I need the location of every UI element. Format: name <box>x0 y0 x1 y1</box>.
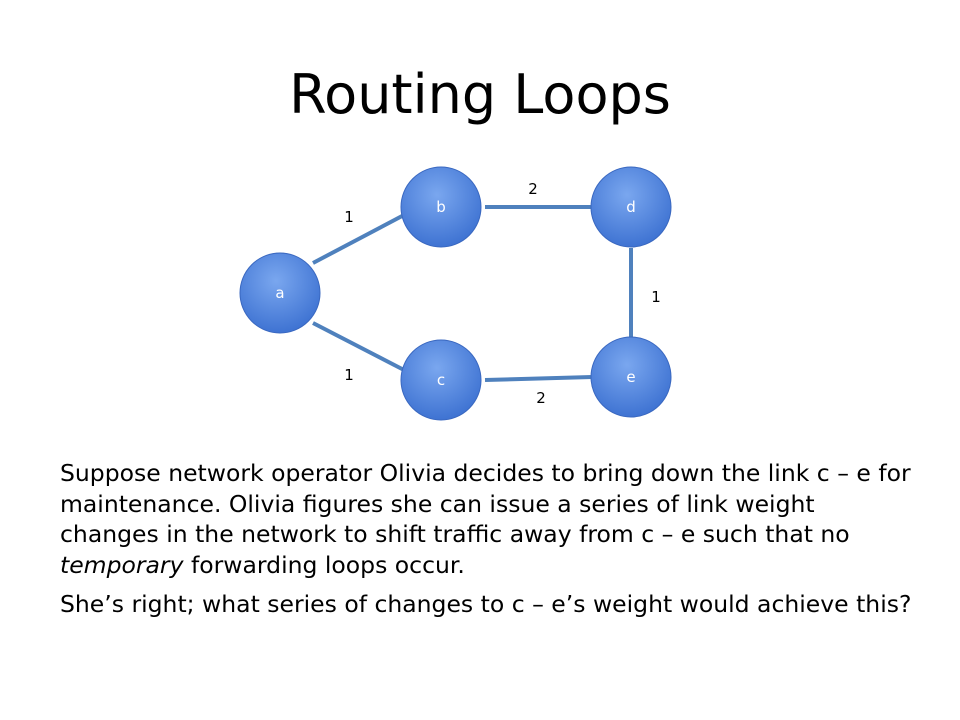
node-d: d <box>590 166 672 248</box>
node-c: c <box>400 339 482 421</box>
node-b: b <box>400 166 482 248</box>
weight-a-c: 1 <box>344 366 354 384</box>
scenario-text-end: forwarding loops occur. <box>183 550 465 579</box>
paragraph-question: She’s right; what series of changes to c… <box>60 590 912 618</box>
edge-c-e <box>484 375 593 382</box>
node-e: e <box>590 336 672 418</box>
scenario-emphasis: temporary <box>60 550 184 579</box>
network-graph: a b c d e 1 1 2 1 2 <box>239 166 672 421</box>
slide-title: Routing Loops <box>289 63 671 126</box>
node-a: a <box>239 252 321 334</box>
weight-b-d: 2 <box>528 180 538 198</box>
slide-body: Suppose network operator Olivia decides … <box>60 458 920 629</box>
weight-a-b: 1 <box>344 208 354 226</box>
scenario-text-start: Suppose network operator Olivia decides … <box>60 459 911 548</box>
node-c-label: c <box>437 371 445 389</box>
node-b-label: b <box>436 198 446 216</box>
edge-a-c <box>312 321 405 372</box>
weight-d-e: 1 <box>651 288 661 306</box>
node-a-label: a <box>275 284 284 302</box>
node-d-label: d <box>626 198 636 216</box>
edge-a-b <box>312 213 405 265</box>
node-e-label: e <box>626 368 635 386</box>
weight-c-e: 2 <box>536 389 546 407</box>
paragraph-scenario: Suppose network operator Olivia decides … <box>60 458 920 580</box>
